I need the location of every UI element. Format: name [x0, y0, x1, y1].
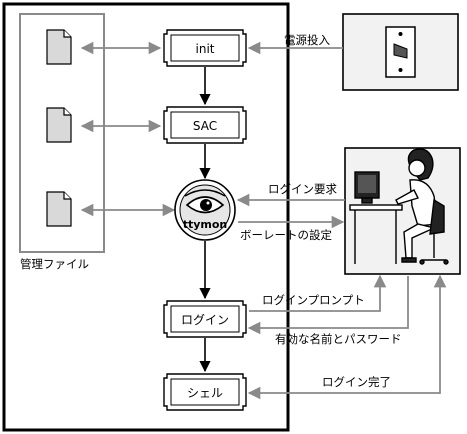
- init-node: init: [163, 29, 247, 67]
- login-prompt-label: ログインプロンプト: [262, 293, 365, 307]
- ttymon-node: ttymon: [174, 179, 236, 241]
- login-complete-arrow: [247, 274, 447, 400]
- system-border: [2, 2, 290, 432]
- file-icon: [46, 107, 72, 143]
- admin-files-label: 管理ファイル: [20, 257, 89, 271]
- terminal-panel: [344, 147, 461, 275]
- init-label: init: [196, 42, 215, 56]
- power-on-label: 電源投入: [284, 33, 330, 47]
- file-icon: [46, 29, 72, 65]
- sac-node: SAC: [163, 106, 247, 144]
- baud-rate-label: ボーレートの設定: [240, 228, 332, 242]
- login-complete-label: ログイン完了: [322, 375, 391, 389]
- shell-node: シェル: [163, 373, 247, 411]
- ttymon-label: ttymon: [183, 218, 228, 231]
- power-switch-panel: [342, 13, 459, 91]
- user-at-terminal-icon: [349, 148, 449, 265]
- login-node: ログイン: [163, 300, 247, 338]
- sac-label: SAC: [193, 119, 217, 133]
- admin-files-frame: [19, 13, 105, 253]
- power-switch-icon: [385, 26, 416, 78]
- login-request-label: ログイン要求: [268, 182, 337, 196]
- eye-icon: [184, 189, 226, 214]
- admin-files-group: 管理ファイル: [19, 13, 105, 271]
- valid-name-password-label: 有効な名前とパスワード: [275, 332, 402, 346]
- login-label: ログイン: [181, 313, 229, 327]
- file-icon: [46, 191, 72, 227]
- shell-label: シェル: [187, 386, 223, 400]
